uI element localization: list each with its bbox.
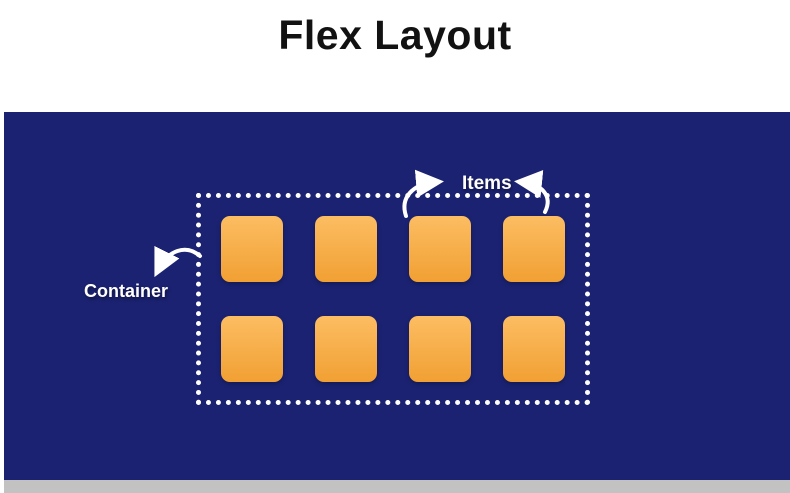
flex-container [196,193,590,405]
container-arrow-icon [154,245,202,278]
diagram-panel: Items Container [4,112,790,480]
flex-item [409,316,471,382]
flex-item [221,316,283,382]
flex-item [503,216,565,282]
flex-item [221,216,283,282]
flex-item [315,316,377,382]
flex-item [409,216,471,282]
page-title: Flex Layout [278,12,512,58]
items-label: Items [462,173,512,194]
container-label: Container [84,281,169,301]
flex-item [315,216,377,282]
bottom-strip [4,480,790,493]
flex-item [503,316,565,382]
